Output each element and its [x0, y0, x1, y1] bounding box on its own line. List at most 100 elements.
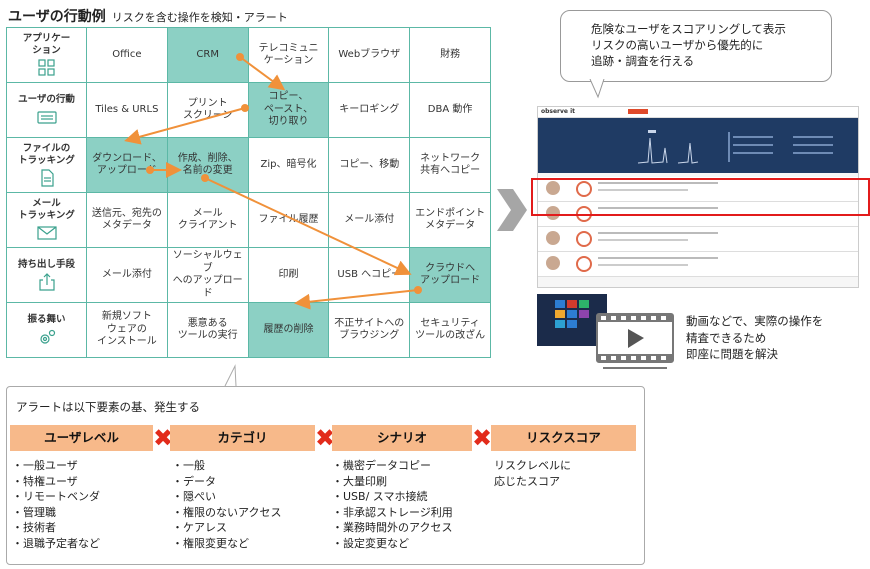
- list-item: ・業務時間外のアクセス: [332, 521, 453, 535]
- row-header: メール トラッキング: [6, 192, 87, 248]
- row-header: ユーザの行動: [6, 82, 87, 138]
- grid-cell-text: 財務: [440, 48, 461, 60]
- grid-cell-text: エンドポイント メタデータ: [415, 207, 486, 232]
- grid-cell: メール添付: [86, 247, 168, 303]
- grid-cell-text: 不正サイトへの ブラウジング: [334, 317, 405, 342]
- product-logo: observe it: [541, 108, 576, 115]
- list-item: 応じたスコア: [494, 474, 560, 488]
- grid-row: ファイルの トラッキングダウンロード、 アップロード作成、削除、 名前の変更 Zi…: [6, 137, 491, 193]
- keyboard-icon: [36, 108, 57, 126]
- list-item: ・隠ぺい: [172, 490, 216, 504]
- grid-row: アプリケー ション Office CRM テレコミュニ ケーション Webブラウザ 財務: [6, 27, 491, 83]
- category-bar-risk-score: リスクスコア: [491, 425, 636, 451]
- bubble-tail: [589, 79, 605, 99]
- grid-cell: エンドポイント メタデータ: [409, 192, 491, 248]
- grid-cell: ダウンロード、 アップロード: [86, 137, 168, 193]
- grid-cell: 履歴の削除: [247, 302, 330, 358]
- grid-cell-text: メール添付: [344, 213, 395, 225]
- row-header-label: メール トラッキング: [18, 198, 75, 221]
- grid-cell: キーロギング: [328, 82, 411, 138]
- alert-panel: [6, 386, 645, 565]
- grid-cell: 作成、削除、 名前の変更: [166, 137, 249, 193]
- row-header: ファイルの トラッキング: [6, 137, 87, 193]
- behavior-grid: アプリケー ション Office CRM テレコミュニ ケーション Webブラウザ 財務ユ…: [6, 27, 491, 358]
- list-item: ・データ: [172, 474, 216, 488]
- grid-cell-text: 新規ソフト ウェアの インストール: [96, 311, 157, 348]
- envelope-icon: [36, 224, 57, 242]
- grid-cell: 印刷: [247, 247, 330, 303]
- grid-cell: テレコミュニ ケーション: [247, 27, 330, 83]
- alert-title: アラートは以下要素の基、発生する: [16, 400, 200, 414]
- grid-cell: CRM: [166, 27, 249, 83]
- category-bar-scenario: シナリオ: [332, 425, 472, 451]
- grid-cell-text: プリント スクリーン: [182, 97, 233, 122]
- row-header: アプリケー ション: [6, 27, 87, 83]
- list-item: ・一般: [172, 459, 205, 472]
- grid-cell: セキュリティ ツールの改ざん: [409, 302, 491, 358]
- list-item: ・リモートベンダ: [12, 490, 100, 504]
- big-right-arrow-icon: [497, 189, 527, 231]
- grid-cell: Webブラウザ: [328, 27, 411, 83]
- category-bar-category: カテゴリ: [170, 425, 315, 451]
- list-item: ・ケアレス: [172, 521, 227, 535]
- grid-cell: Office: [86, 27, 168, 83]
- list-item: ・USB/ スマホ接続: [332, 490, 428, 504]
- list-item: ・特権ユーザ: [12, 474, 78, 488]
- list-item[interactable]: [538, 252, 858, 277]
- list-item: ・非承認ストレージ利用: [332, 505, 453, 519]
- list-item: ・管理職: [12, 505, 56, 519]
- row-header-label: ユーザの行動: [18, 93, 75, 105]
- grid-cell-text: 送信元、宛先の メタデータ: [91, 207, 162, 232]
- grid-cell: Zip、暗号化: [247, 137, 330, 193]
- grid-cell-text: Webブラウザ: [338, 48, 401, 60]
- title-main: ユーザの行動例: [8, 9, 106, 25]
- grid-cell-text: クラウドへ アップロード: [420, 262, 481, 287]
- export-icon: [37, 273, 57, 291]
- panel-connector: [224, 364, 237, 387]
- page-title: ユーザの行動例リスクを含む操作を検知・アラート: [8, 6, 288, 26]
- grid-cell: コピー、 ペースト、 切り取り: [247, 82, 330, 138]
- list-item: ・機密データコピー: [332, 459, 431, 472]
- video-thumbnail: [537, 294, 607, 346]
- grid-cell-text: ソーシャルウェブ へのアップロード: [172, 250, 243, 299]
- grid-cell: Tiles & URLS: [86, 82, 168, 138]
- grid-cell: ソーシャルウェブ へのアップロード: [166, 247, 249, 303]
- grid-cell: プリント スクリーン: [166, 82, 249, 138]
- x-mark-icon: ✖: [472, 424, 493, 452]
- list-item[interactable]: [538, 177, 858, 202]
- bubble-text: 危険なユーザをスコアリングして表示 リスクの高いユーザから優先的に 追跡・調査を…: [591, 22, 786, 69]
- grid-cell-text: セキュリティ ツールの改ざん: [415, 317, 486, 342]
- dashboard-screenshot: observe it: [537, 106, 859, 288]
- grid-cell: 不正サイトへの ブラウジング: [328, 302, 411, 358]
- row-header: 持ち出し手段: [6, 247, 87, 303]
- video-player-icon: [596, 313, 674, 369]
- grid-cell-text: ネットワーク 共有へコピー: [420, 152, 481, 177]
- row-header-label: 持ち出し手段: [17, 258, 75, 270]
- grid-cell-text: Office: [112, 48, 142, 60]
- x-mark-icon: ✖: [153, 424, 174, 452]
- list-item: リスクレベルに: [494, 459, 571, 472]
- grid-cell-text: 履歴の削除: [263, 323, 314, 335]
- list-risk-score: リスクレベルに応じたスコア: [494, 458, 571, 489]
- list-item[interactable]: [538, 227, 858, 252]
- grid-cell-text: キーロギング: [339, 103, 400, 115]
- grid-cell-text: メール添付: [101, 268, 152, 280]
- grid-cell-text: 作成、削除、 名前の変更: [177, 152, 238, 177]
- list-item: ・設定変更など: [332, 537, 409, 551]
- grid-cell-text: メール クライアント: [177, 207, 238, 232]
- row-header-label: アプリケー ション: [22, 33, 71, 56]
- grid-cell-text: テレコミュニ ケーション: [258, 42, 319, 67]
- grid-cell: ネットワーク 共有へコピー: [409, 137, 491, 193]
- grid-cell-text: Zip、暗号化: [260, 158, 317, 170]
- grid-cell: コピー、移動: [328, 137, 411, 193]
- app-grid-icon: [37, 59, 57, 77]
- list-category: ・一般・データ・隠ぺい・権限のないアクセス・ケアレス・権限変更など: [172, 458, 281, 552]
- gears-icon: [37, 328, 57, 346]
- highlight-box: [531, 178, 870, 216]
- grid-cell-text: ダウンロード、 アップロード: [92, 152, 162, 177]
- grid-row: 振る舞い新規ソフト ウェアの インストール悪意ある ツールの実行履歴の削除不正サ…: [6, 302, 491, 358]
- grid-cell-text: 印刷: [278, 268, 299, 280]
- grid-cell-text: USB へコピー: [337, 268, 402, 280]
- grid-cell: 財務: [409, 27, 491, 83]
- grid-cell: 新規ソフト ウェアの インストール: [86, 302, 168, 358]
